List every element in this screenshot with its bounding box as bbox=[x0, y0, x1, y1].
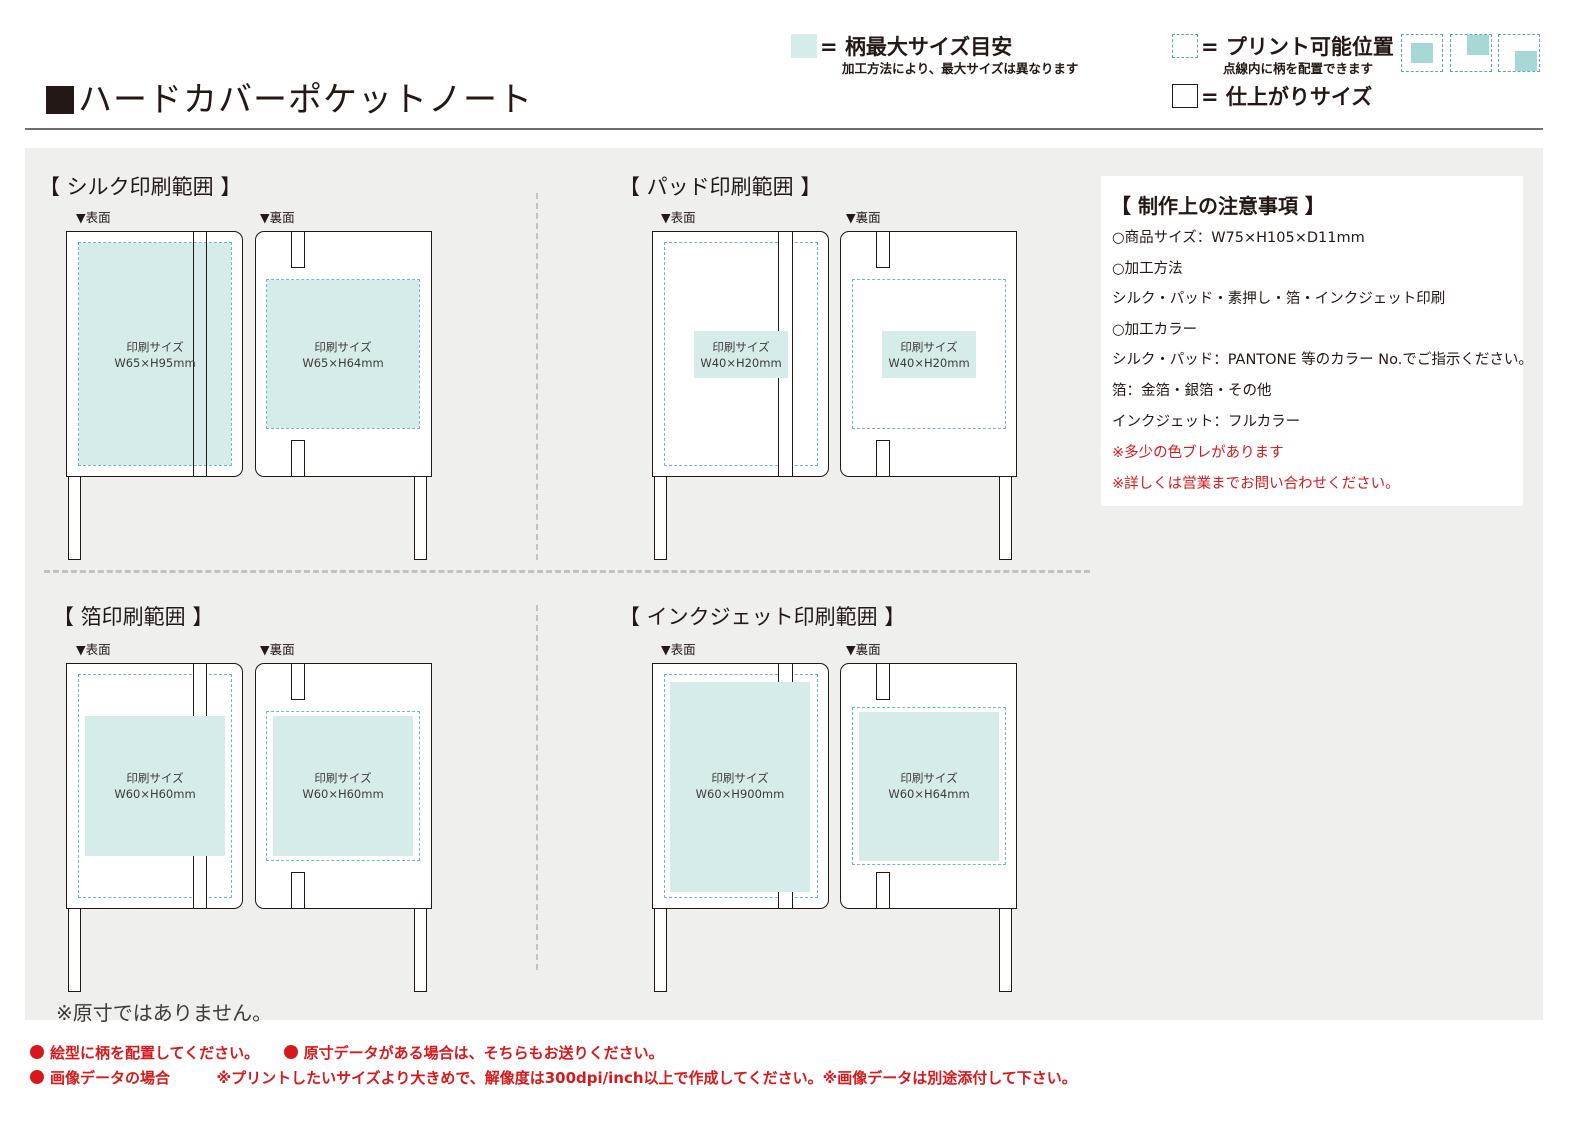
back-label-foil: ▼裏面 bbox=[260, 642, 295, 657]
legend-max-size-note: 加工方法により、最大サイズは異なります bbox=[842, 61, 1079, 76]
front-label-pad: ▼表面 bbox=[661, 210, 696, 225]
placement-top-right-icon bbox=[1450, 34, 1492, 72]
section-title-silk: 【 シルク印刷範囲 】 bbox=[39, 175, 242, 199]
max-size-swatch-icon bbox=[791, 34, 817, 58]
notes-title: 【 制作上の注意事項 】 bbox=[1111, 194, 1325, 218]
divider-vertical-bottom bbox=[536, 605, 538, 970]
back-label-inkjet: ▼裏面 bbox=[846, 642, 881, 657]
note-line-methods: シルク・パッド・素押し・箔・インクジェット印刷 bbox=[1112, 291, 1446, 307]
foil-back-max-size bbox=[273, 716, 413, 856]
section-title-foil: 【 箔印刷範囲 】 bbox=[53, 605, 214, 629]
note-line-foil-color: 箔：金箔・銀箔・その他 bbox=[1112, 383, 1272, 399]
footer-line-1: 絵型に柄を配置してください。 原寸データがある場合は、そちらもお送りください。 bbox=[30, 1042, 664, 1063]
front-label-silk: ▼表面 bbox=[76, 210, 111, 225]
pad-back-band-bottom bbox=[876, 440, 890, 477]
inkjet-back-print-area bbox=[852, 707, 1006, 865]
silk-front-string bbox=[68, 476, 81, 560]
inkjet-back-band-bottom bbox=[876, 872, 890, 909]
pad-front-max-size bbox=[694, 331, 788, 378]
note-line-color-variance: ※多少の色ブレがあります bbox=[1112, 445, 1284, 461]
front-label-foil: ▼表面 bbox=[76, 642, 111, 657]
inkjet-front-print-area bbox=[664, 674, 818, 898]
page-title: ハードカバーポケットノート bbox=[46, 72, 533, 121]
pad-front-string bbox=[654, 476, 667, 560]
pad-back-print-area bbox=[852, 279, 1006, 429]
section-title-pad: 【 パッド印刷範囲 】 bbox=[619, 175, 822, 199]
silk-back-max-size bbox=[267, 280, 419, 428]
inkjet-front-max-size bbox=[670, 682, 810, 892]
silk-front-print-area bbox=[78, 242, 232, 466]
divider-vertical-top bbox=[536, 193, 538, 560]
inkjet-back-max-size bbox=[859, 712, 999, 861]
divider-horizontal bbox=[44, 570, 1090, 573]
back-label-silk: ▼裏面 bbox=[260, 210, 295, 225]
red-bullet-icon bbox=[283, 1045, 298, 1059]
silk-back-print-area bbox=[266, 279, 420, 429]
pad-back-max-size bbox=[882, 331, 976, 378]
legend-print-area-label: = プリント可能位置 bbox=[1201, 35, 1394, 59]
note-line-silk-pad-color: シルク・パッド：PANTONE 等のカラー No.でご指示ください。 bbox=[1112, 352, 1533, 368]
production-notes-box: 【 制作上の注意事項 】 ○商品サイズ：W75×H105×D11mm ○加工方法… bbox=[1101, 176, 1533, 506]
note-line-inkjet-color: インクジェット：フルカラー bbox=[1112, 414, 1301, 430]
inkjet-front-string bbox=[654, 908, 667, 992]
foil-front-max-size bbox=[85, 716, 225, 856]
foil-back-band-top bbox=[291, 663, 305, 700]
foil-back-string bbox=[414, 908, 427, 992]
placement-center-icon bbox=[1401, 34, 1443, 72]
red-bullet-icon bbox=[30, 1045, 44, 1059]
black-square-icon bbox=[46, 86, 74, 114]
silk-back-band-bottom bbox=[291, 440, 305, 477]
header-rule bbox=[25, 128, 1543, 130]
note-line-contact-sales: ※詳しくは営業までお問い合わせください。 bbox=[1112, 476, 1400, 492]
print-area-swatch-icon bbox=[1172, 34, 1198, 58]
section-title-inkjet: 【 インクジェット印刷範囲 】 bbox=[619, 605, 906, 629]
foil-front-print-area bbox=[78, 674, 232, 898]
silk-back-band-top bbox=[291, 231, 305, 268]
note-line-product-size: ○商品サイズ：W75×H105×D11mm bbox=[1112, 230, 1365, 246]
pad-front-print-area bbox=[664, 242, 818, 466]
legend-max-size-label: = 柄最大サイズ目安 bbox=[820, 35, 1013, 59]
silk-back-string bbox=[414, 476, 427, 560]
back-label-pad: ▼裏面 bbox=[846, 210, 881, 225]
note-line-color-heading: ○加工カラー bbox=[1112, 322, 1198, 338]
front-label-inkjet: ▼表面 bbox=[661, 642, 696, 657]
page-title-text: ハードカバーポケットノート bbox=[78, 80, 533, 120]
legend-print-area-note: 点線内に柄を配置できます bbox=[1223, 61, 1374, 76]
finished-size-swatch-icon bbox=[1172, 84, 1198, 108]
legend-finished-size-label: = 仕上がりサイズ bbox=[1201, 85, 1373, 109]
note-line-method-heading: ○加工方法 bbox=[1112, 261, 1183, 277]
pad-back-band-top bbox=[876, 231, 890, 268]
foil-back-print-area bbox=[266, 711, 420, 861]
placement-bottom-right-icon bbox=[1498, 34, 1540, 72]
pad-back-string bbox=[999, 476, 1012, 560]
not-actual-size-note: ※原寸ではありません。 bbox=[56, 1001, 273, 1025]
footer-line-2: 画像データの場合 ※プリントしたいサイズより大きめで、解像度は300dpi/in… bbox=[30, 1067, 1077, 1088]
foil-front-string bbox=[68, 908, 81, 992]
silk-front-max-size bbox=[79, 243, 231, 465]
red-bullet-icon bbox=[30, 1070, 44, 1084]
foil-back-band-bottom bbox=[291, 872, 305, 909]
inkjet-back-band-top bbox=[876, 663, 890, 700]
silk-front-band bbox=[193, 231, 207, 477]
inkjet-back-string bbox=[999, 908, 1012, 992]
